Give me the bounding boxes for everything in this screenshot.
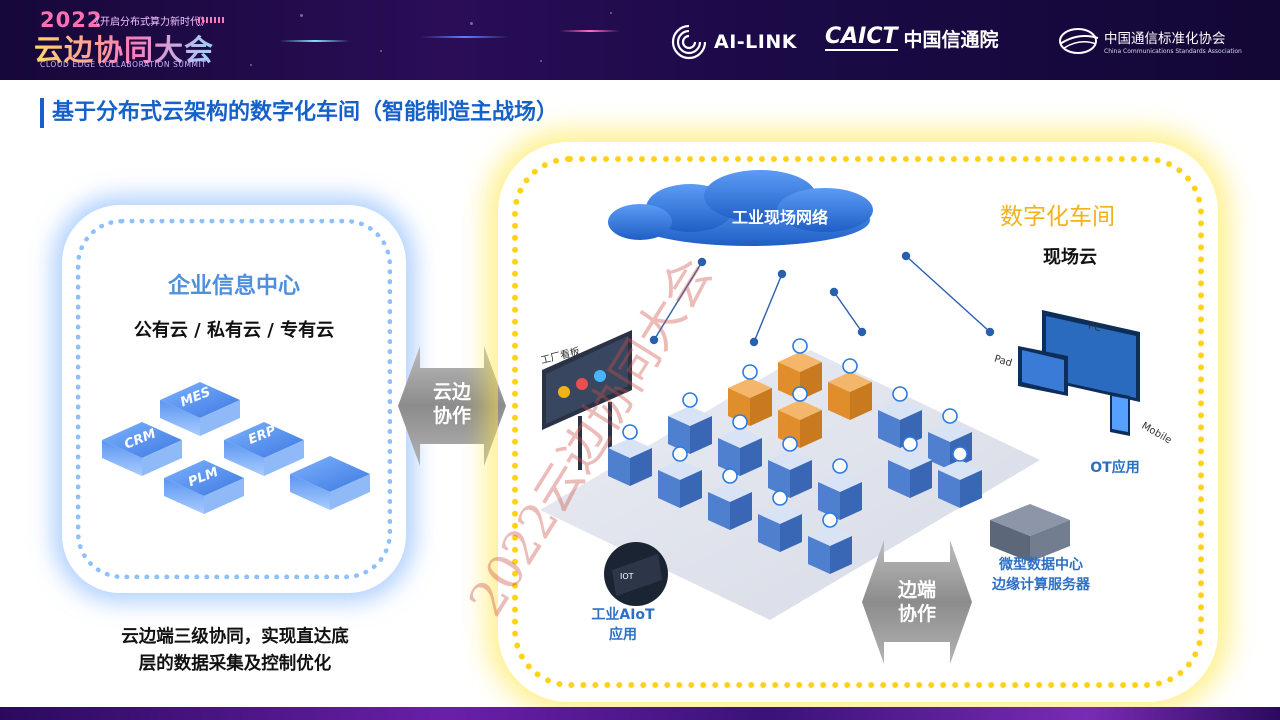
enterprise-caption: 云边端三级协同，实现直达底 层的数据采集及控制优化	[60, 624, 410, 678]
machine-unit	[668, 392, 712, 454]
ccsa-logo-cn: 中国通信标准化协会	[1104, 31, 1226, 47]
mes-tile	[160, 382, 240, 436]
edge-device-label: 边端 协作	[897, 579, 936, 625]
machine-unit	[708, 468, 752, 530]
ailink-logo-text: AI-LINK	[714, 31, 797, 53]
industrial-aiot-label: 工业AIoT 应用	[591, 607, 655, 643]
erp-tile	[224, 422, 304, 476]
factory-board	[542, 330, 632, 470]
event-slogan: 《开启分布式算力新时代》	[90, 17, 210, 28]
workshop-subtitle: 现场云	[1043, 247, 1097, 268]
machine-unit	[778, 386, 822, 448]
ccsa-emblem-icon	[1059, 28, 1099, 54]
machine-grid	[608, 338, 982, 574]
industrial-network-cloud	[608, 170, 873, 246]
micro-data-center	[990, 504, 1070, 562]
page-title: 基于分布式云架构的数字化车间（智能制造主战场）	[52, 100, 559, 125]
ot-devices	[1018, 310, 1140, 436]
ccsa-logo-en: China Communications Standards Associati…	[1104, 48, 1242, 55]
machine-unit	[718, 414, 762, 476]
caict-logo-en: CAICT	[825, 24, 898, 51]
cloud-edge-label: 云边 协作	[432, 381, 471, 427]
event-title: 云边协同大会	[34, 27, 214, 69]
cloud-edge-double-arrow	[398, 346, 506, 466]
machine-unit	[888, 436, 932, 498]
footer-bar	[0, 707, 1280, 720]
crm-tile	[102, 422, 182, 476]
machine-unit	[828, 358, 872, 420]
event-year: 2022	[40, 8, 103, 32]
ot-app-label: OT应用	[1090, 460, 1140, 476]
ailink-swirl-icon	[671, 24, 707, 60]
machine-unit	[778, 338, 822, 400]
network-links	[649, 251, 995, 347]
caict-logo: CAICT 中国信通院	[825, 25, 999, 52]
caption-line-2: 层的数据采集及控制优化	[138, 654, 332, 674]
micro-data-center-label: 微型数据中心 边缘计算服务器	[992, 557, 1090, 593]
header-banner: 2022 《开启分布式算力新时代》 云边协同大会 CLOUD EDGE COLL…	[0, 0, 1280, 80]
machine-unit	[658, 446, 702, 508]
edge-device-double-arrow	[862, 540, 972, 664]
enterprise-title: 企业信息中心	[167, 274, 300, 299]
ccsa-logo: 中国通信标准化协会 China Communications Standards…	[1058, 26, 1242, 56]
machine-unit	[758, 490, 802, 552]
enterprise-subtitle: 公有云 / 私有云 / 专有云	[133, 320, 335, 341]
title-accent-bar	[40, 98, 44, 128]
caption-line-1: 云边端三级协同，实现直达底	[121, 627, 349, 647]
ailink-logo: AI-LINK	[666, 22, 797, 62]
machine-unit	[768, 436, 812, 498]
caict-logo-cn: 中国信通院	[903, 29, 999, 51]
industrial-network-label: 工业现场网络	[731, 208, 828, 227]
extra-app-tile	[290, 456, 370, 510]
iot-box	[604, 542, 668, 606]
machine-unit	[938, 446, 982, 508]
workshop-title: 数字化车间	[1000, 204, 1115, 230]
machine-unit	[808, 512, 852, 574]
iot-box-label: IOT	[620, 572, 634, 581]
machine-unit	[608, 424, 652, 486]
plm-tile	[164, 460, 244, 514]
enterprise-app-tiles	[102, 382, 370, 514]
decorative-dots	[198, 17, 226, 23]
machine-unit	[818, 458, 862, 520]
event-subtitle-en: CLOUD EDGE COLLABORATION SUMMIT	[40, 60, 207, 69]
workshop-scene	[540, 170, 1140, 620]
